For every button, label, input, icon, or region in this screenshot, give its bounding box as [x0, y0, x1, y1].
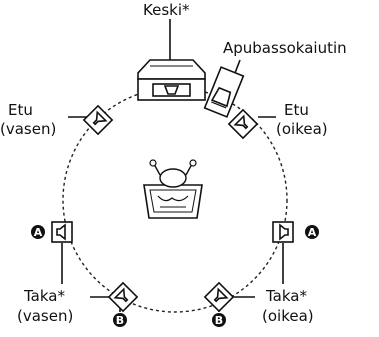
marker-b-left: B	[113, 313, 127, 327]
listener-icon	[143, 159, 203, 219]
svg-text:A: A	[308, 226, 317, 239]
svg-text:B: B	[116, 314, 124, 327]
front-left-label: Etu	[8, 101, 33, 119]
front-right-label: Etu	[284, 101, 309, 119]
rear-left-label: Taka*	[23, 287, 65, 305]
left-surround-speaker-icon	[51, 221, 73, 243]
marker-a-right: A	[305, 225, 319, 239]
subwoofer-icon	[203, 66, 245, 118]
svg-text:A: A	[34, 226, 43, 239]
listening-circle	[62, 87, 288, 313]
svg-text:B: B	[215, 314, 223, 327]
front-left-speaker-icon	[82, 104, 114, 136]
front-right-sub-label: (oikea)	[276, 120, 328, 138]
marker-b-right: B	[212, 313, 226, 327]
front-left-sub-label: (vasen)	[0, 120, 56, 138]
rear-right-sub-label: (oikea)	[262, 307, 314, 325]
center-speaker-label: Keski*	[143, 1, 190, 19]
rear-right-label: Taka*	[265, 287, 307, 305]
right-surround-speaker-icon	[272, 221, 294, 243]
subwoofer-label: Apubassokaiutin	[223, 39, 347, 57]
rear-right-speaker-icon	[203, 281, 235, 313]
rear-left-sub-label: (vasen)	[17, 307, 73, 325]
front-right-speaker-icon	[227, 108, 259, 140]
rear-left-speaker-icon	[107, 281, 139, 313]
marker-a-left: A	[31, 225, 45, 239]
center-speaker-icon	[137, 59, 206, 101]
